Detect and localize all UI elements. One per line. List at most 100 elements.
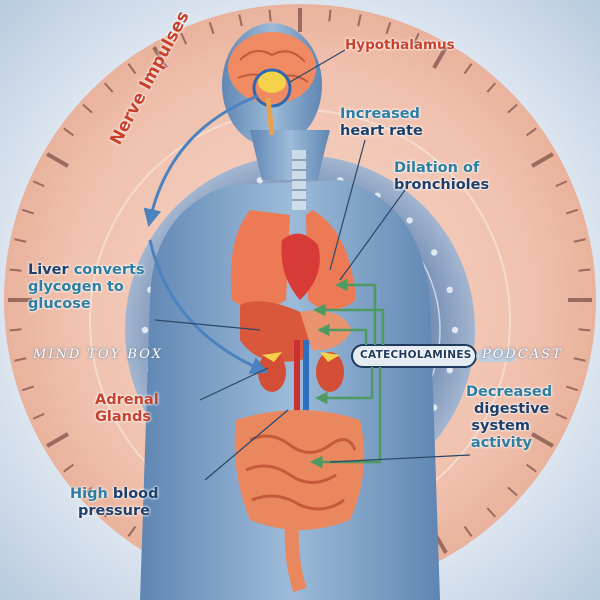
liver-converts-word: converts — [68, 262, 145, 278]
intestines — [234, 410, 365, 530]
dial-tick — [63, 463, 75, 473]
dial-tick — [507, 486, 518, 497]
dial-tick — [82, 486, 93, 497]
leader-lines — [154, 49, 471, 481]
dial-tick — [385, 21, 392, 35]
aorta — [294, 340, 300, 430]
high-word: High — [70, 486, 108, 502]
mandala-dot — [446, 366, 453, 374]
dial-tick — [46, 432, 69, 448]
vena-cava — [303, 340, 309, 430]
dial-tick — [507, 103, 518, 114]
liver-line-1: Liver converts — [28, 262, 145, 279]
dial-tick — [152, 46, 168, 69]
dial-tick — [127, 525, 137, 537]
dial-tick — [14, 238, 27, 243]
dial-tick — [412, 32, 420, 45]
dial-tick — [531, 152, 554, 168]
liver — [240, 301, 311, 362]
dial-tick — [573, 238, 586, 243]
dial-tick — [357, 14, 362, 27]
dial-tick — [565, 208, 579, 215]
bronchioles-label: Dilation of bronchioles — [394, 160, 489, 194]
mandala-dot — [446, 286, 453, 294]
dial-tick — [21, 385, 35, 392]
catecholamines-label: CATECHOLAMINES — [360, 349, 472, 361]
blood-pressure-label: High blood pressure — [70, 486, 159, 520]
digestive-line-1: Decreased — [466, 384, 553, 400]
dial-tick — [463, 525, 473, 537]
liver-line-2: glycogen to — [28, 279, 124, 295]
dial-tick — [573, 357, 586, 362]
brain — [228, 32, 316, 136]
heart-rate-line-2: heart rate — [340, 123, 423, 139]
liver-word: Liver — [28, 262, 69, 278]
dial-tick — [46, 152, 69, 168]
heart — [281, 233, 320, 300]
dial-tick — [432, 46, 448, 69]
catecholamines-trail — [476, 350, 516, 362]
adrenal-line-2: Glands — [95, 409, 151, 425]
dial-tick — [127, 63, 137, 75]
blood-line-1: High blood — [70, 486, 159, 503]
mandala-dot — [451, 326, 459, 334]
watermark-right: PODCAST — [482, 347, 563, 362]
digestive-line-3: system — [471, 418, 530, 434]
bronchioles-line-2: bronchioles — [394, 177, 490, 193]
dial-tick — [14, 357, 27, 362]
dial-tick — [531, 432, 554, 448]
dial-tick — [578, 268, 591, 272]
blood-word: blood — [107, 486, 159, 502]
dial-tick — [268, 9, 272, 22]
dial-tick — [63, 127, 75, 137]
dial-tick — [463, 63, 473, 75]
dial-tick — [486, 82, 497, 93]
digestive-line-4: activity — [470, 435, 532, 451]
dial-tick — [328, 9, 332, 22]
heart-rate-line-1: Increased — [340, 106, 420, 122]
left-adrenal-gland — [262, 352, 282, 362]
digestive-line-2: digestive — [474, 401, 550, 417]
dial-tick — [32, 180, 45, 188]
blood-line-2: pressure — [78, 503, 150, 519]
dial-tick — [180, 32, 188, 45]
dial-tick — [578, 328, 591, 332]
watermark-left: MIND TOY BOX — [33, 347, 163, 362]
dial-tick — [103, 507, 114, 518]
mandala-dot — [141, 326, 149, 334]
dial-tick — [9, 328, 22, 332]
dial-tick — [82, 103, 93, 114]
bronchioles-line-1: Dilation of — [394, 160, 480, 176]
mandala-dot — [406, 217, 413, 224]
liver-label: Liver converts glycogen to glucose — [28, 262, 145, 313]
adrenal-line-1: Adrenal — [95, 392, 159, 408]
right-adrenal-gland — [320, 352, 340, 362]
dial-tick — [21, 208, 35, 215]
mandala-dot — [431, 249, 438, 256]
dial-tick — [9, 268, 22, 272]
dial-tick — [103, 82, 114, 93]
digestive-label: Decreased digestive system activity — [466, 384, 553, 452]
right-kidney — [316, 352, 344, 392]
dial-tick — [525, 127, 537, 137]
dial-tick — [486, 507, 497, 518]
dial-tick — [565, 385, 579, 392]
hypothalamus-label: Hypothalamus — [345, 37, 455, 53]
dial-tick — [555, 412, 568, 420]
heart-rate-label: Increased heart rate — [340, 106, 423, 140]
catecholamine-arrows — [310, 278, 385, 469]
left-lung — [230, 210, 290, 309]
dial-tick — [555, 180, 568, 188]
dial-tick — [32, 412, 45, 420]
mandala-dot — [256, 177, 264, 184]
spine — [292, 150, 306, 210]
nerve-impulse-arrow-top — [143, 94, 259, 228]
nerve-impulse-arrow-bottom — [148, 239, 269, 374]
adrenal-glands-label: Adrenal Glands — [95, 392, 159, 426]
dial-tick — [525, 463, 537, 473]
liver-line-3: glucose — [28, 296, 91, 312]
dial-tick — [238, 14, 243, 27]
dial-tick — [208, 21, 215, 35]
